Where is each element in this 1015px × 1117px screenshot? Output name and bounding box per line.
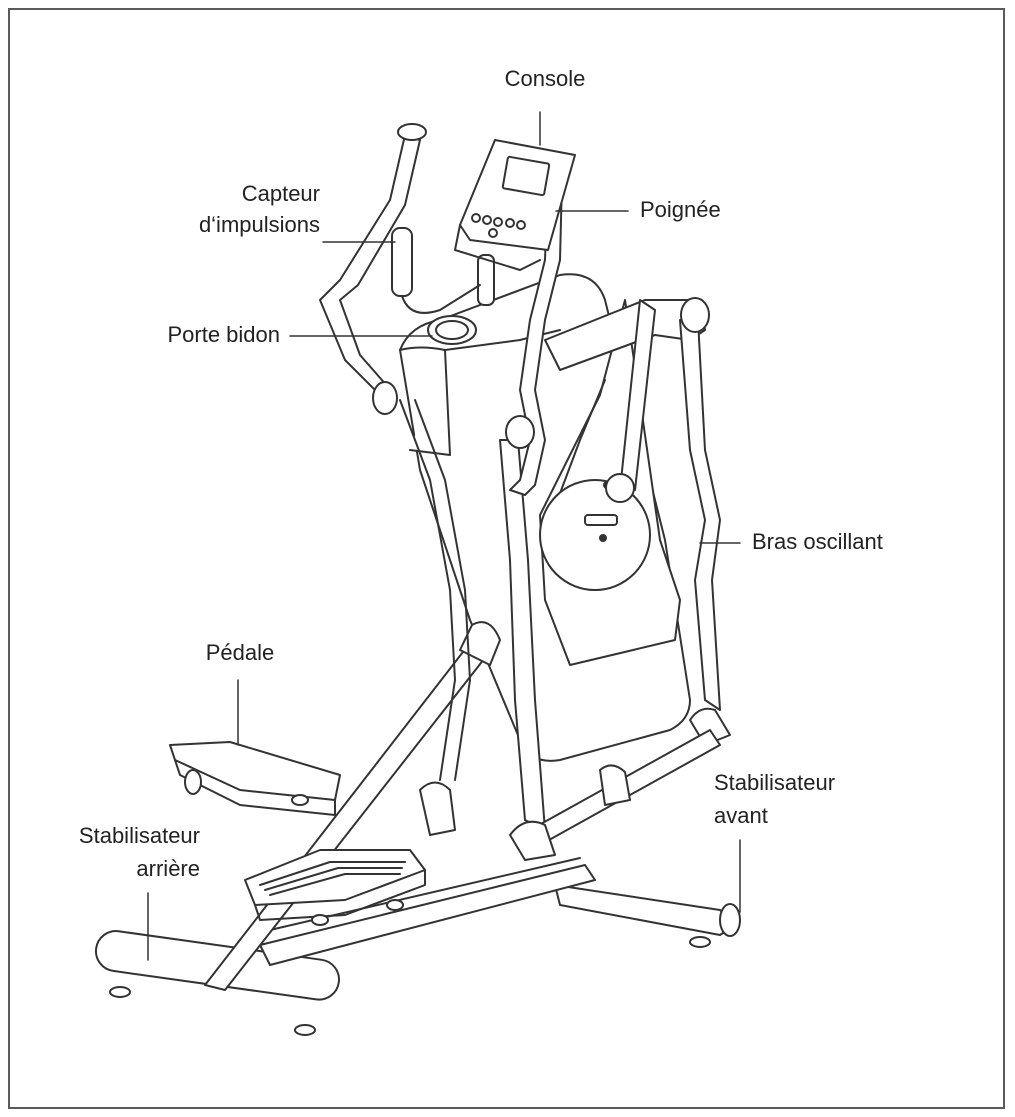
leader-lines	[147, 111, 741, 961]
console	[454, 139, 576, 271]
lower-cross-bar	[419, 729, 721, 861]
front-arm	[544, 297, 731, 746]
left-handle	[319, 123, 427, 415]
label-stab-avant-line1: Stabilisateur	[714, 770, 836, 795]
front-stabilizer	[554, 884, 741, 948]
label-stab-arriere-line2: arrière	[136, 856, 200, 881]
label-bras-oscillant: Bras oscillant	[752, 529, 883, 554]
label-stab-arriere-line1: Stabilisateur	[78, 823, 200, 848]
label-poignee: Poignée	[640, 197, 721, 222]
bottle-holder	[427, 315, 477, 345]
label-capteur-line1: Capteur	[241, 181, 320, 206]
label-capteur-line2: d‘impulsions	[198, 212, 320, 237]
label-stab-avant-line2: avant	[714, 803, 768, 828]
label-pedale: Pédale	[205, 640, 275, 665]
rear-pedal	[169, 741, 341, 816]
label-console: Console	[504, 66, 586, 91]
label-porte-bidon: Porte bidon	[167, 322, 280, 347]
pulse-sensor-grips	[391, 227, 495, 314]
front-pedal	[244, 849, 426, 926]
